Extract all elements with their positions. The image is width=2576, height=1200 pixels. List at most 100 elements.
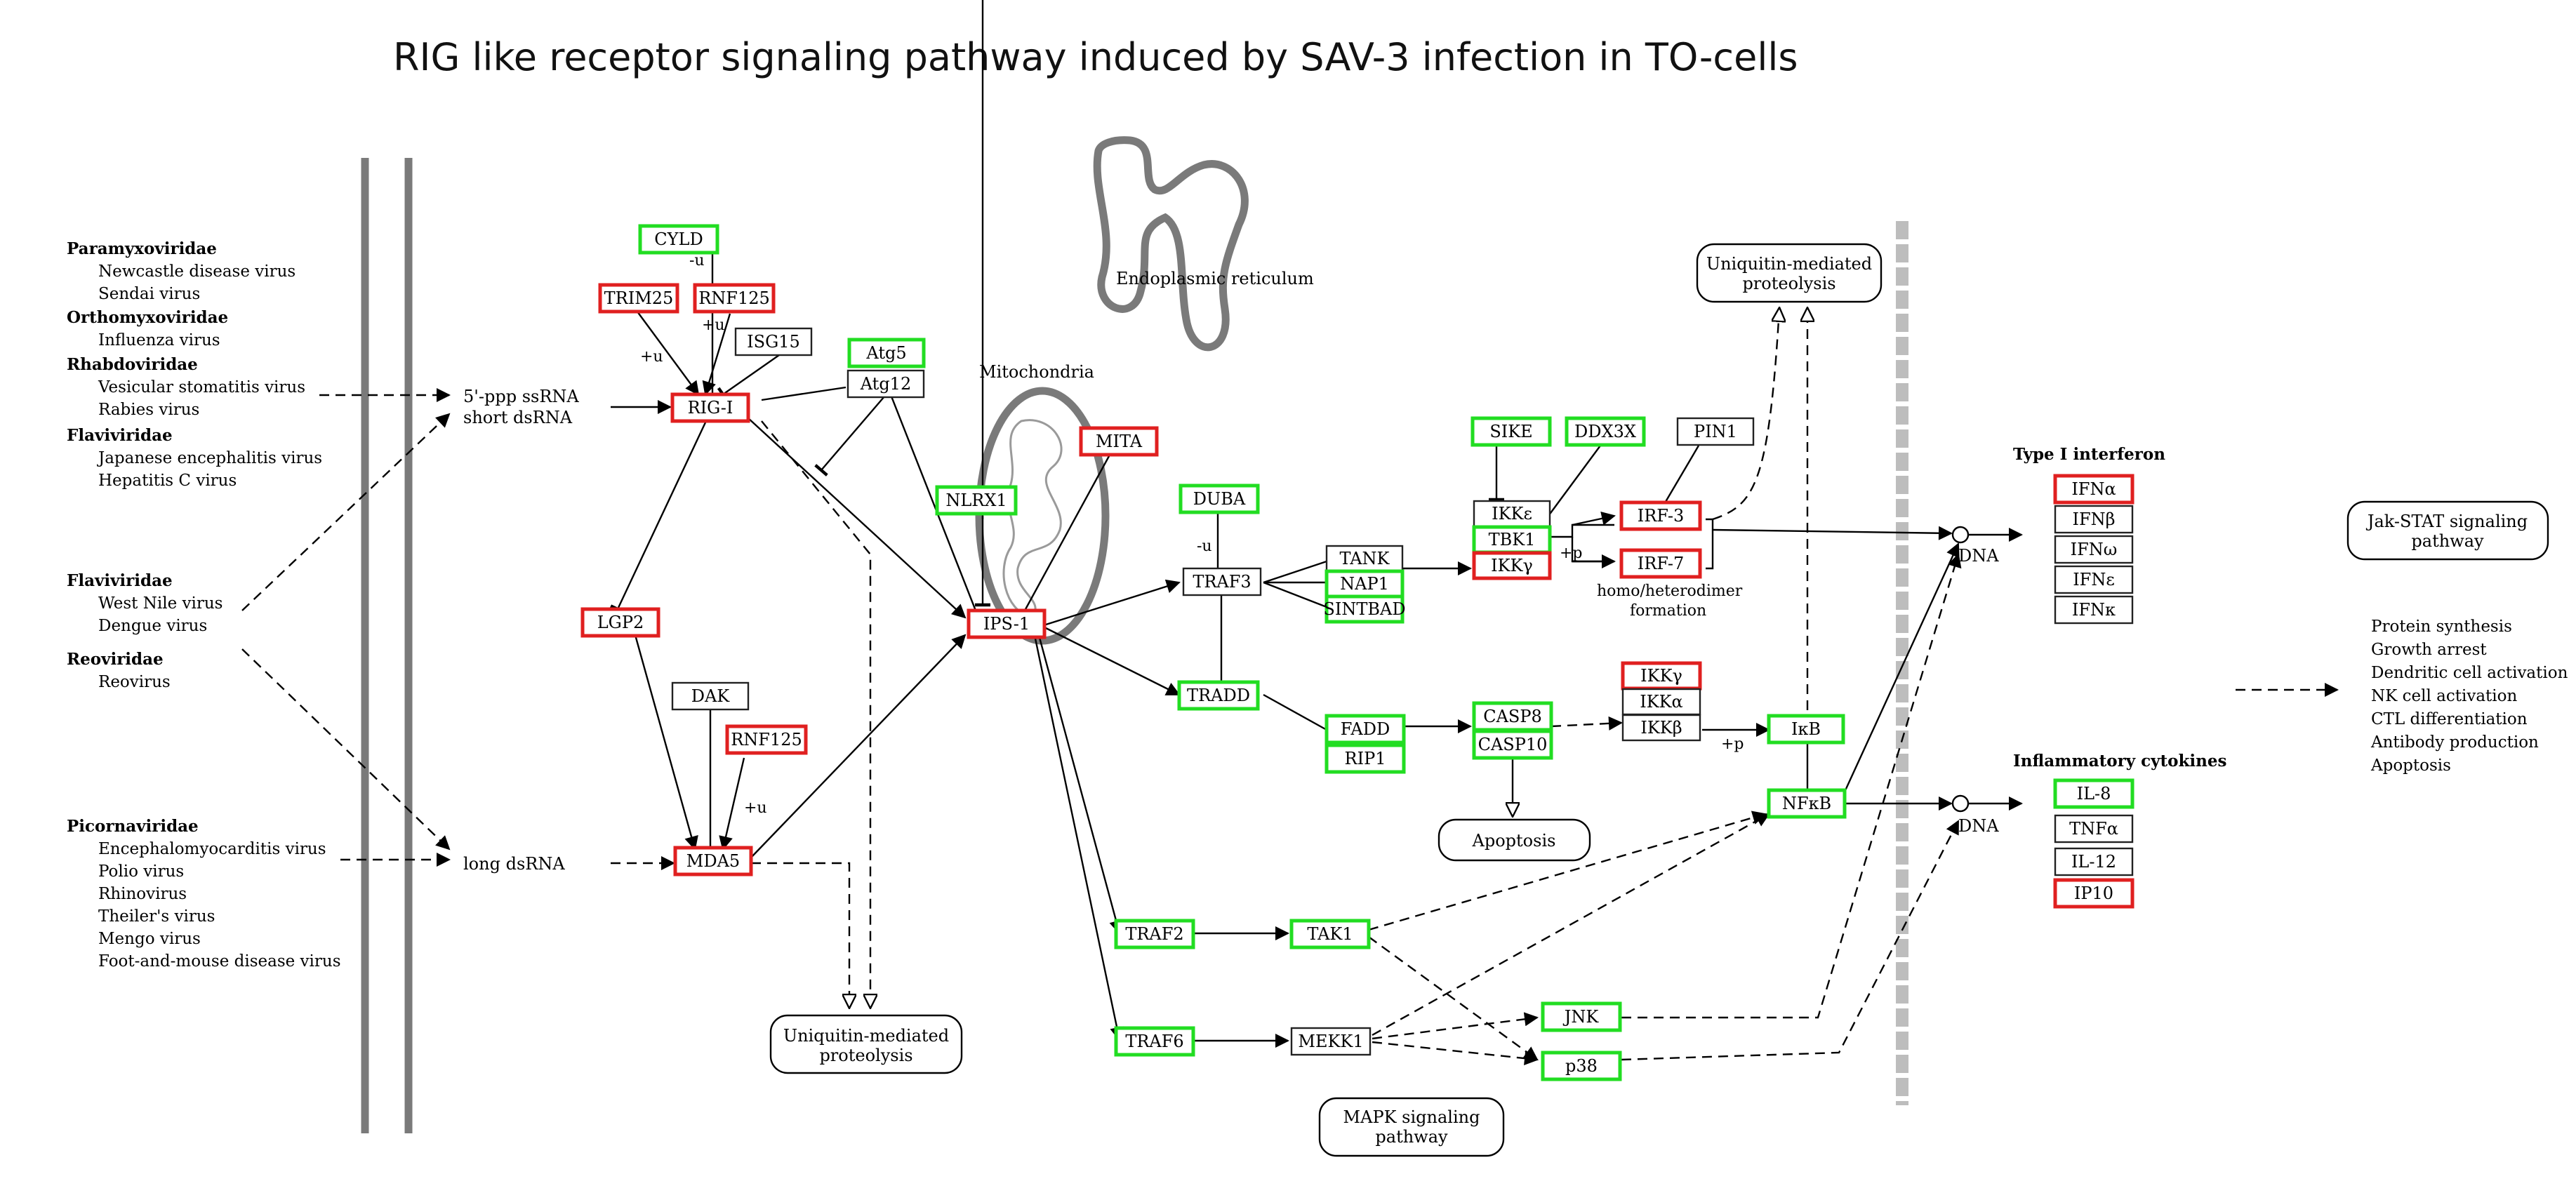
- virus-name: Sendai virus: [98, 285, 200, 303]
- mitochondria-label: Mitochondria: [979, 362, 1094, 382]
- gene-node-ikkg1: IKKγ: [1472, 551, 1552, 580]
- gene-node-tank: TANK: [1325, 545, 1404, 573]
- gene-box: [670, 392, 750, 423]
- gene-box: [693, 283, 776, 314]
- dna-circle-1: [1951, 526, 1970, 544]
- gene-node-irf7: IRF-7: [1619, 548, 1702, 579]
- homo-label-2: formation: [1630, 602, 1706, 620]
- gene-node-casp10: CASP10: [1472, 729, 1553, 760]
- rounded-box-jak: Jak-STAT signaling pathway: [2346, 500, 2549, 561]
- duba-mod-label: -u: [1197, 538, 1212, 555]
- gene-box: [734, 327, 813, 356]
- gene-node-ips1: IPS-1: [967, 608, 1047, 639]
- gene-label: LGP2: [597, 613, 644, 632]
- gene-node-nfkb: NFκB: [1767, 788, 1847, 819]
- gene-box: [673, 846, 753, 876]
- gene-label: Atg5: [865, 343, 906, 363]
- gene-box: [638, 224, 719, 255]
- gene-label: NAP1: [1340, 574, 1389, 594]
- svg-text:MAPK signaling: MAPK signaling: [1343, 1107, 1480, 1127]
- outcome-item: Antibody production: [2370, 733, 2539, 752]
- gene-node-ddx3x: DDX3X: [1565, 416, 1646, 447]
- svg-text:proteolysis: proteolysis: [819, 1046, 912, 1065]
- gene-label: IRF-7: [1638, 554, 1685, 573]
- gene-node-ikka: IKKα: [1621, 688, 1701, 716]
- virus-name: Reovirus: [98, 673, 171, 691]
- ssrna-label-1: 5'-ppp ssRNA: [463, 387, 579, 406]
- gene-box: [598, 283, 679, 314]
- virus-name: Japanese encephalitis virus: [97, 449, 322, 467]
- trim25-mod-label: +u: [640, 348, 663, 366]
- svg-text:Uniquitin-mediated: Uniquitin-mediated: [1706, 254, 1872, 274]
- dna-label-2: DNA: [1958, 816, 1999, 836]
- gene-label: IFNε: [2073, 570, 2115, 589]
- dna-circle-2: [1951, 794, 1970, 813]
- outcome-item: Growth arrest: [2371, 641, 2487, 659]
- gene-box: [1472, 551, 1552, 580]
- gene-label: DUBA: [1193, 489, 1246, 509]
- gene-node-ifnk: IFNκ: [2054, 595, 2134, 625]
- gene-node-rip1: RIP1: [1324, 743, 1406, 774]
- virus-name: Theiler's virus: [98, 907, 215, 926]
- gene-node-rnf125a: RNF125: [693, 283, 776, 314]
- gene-node-mita: MITA: [1079, 426, 1159, 457]
- gene-label: TRIM25: [604, 288, 674, 308]
- gene-label: NLRX1: [945, 491, 1007, 510]
- gene-box: [1182, 567, 1262, 596]
- svg-text:Jak-STAT signaling: Jak-STAT signaling: [2365, 512, 2528, 531]
- gene-box: [580, 607, 660, 638]
- virus-family: Reoviridae: [67, 650, 164, 669]
- gene-node-traf2: TRAF2: [1114, 919, 1195, 949]
- gene-box: [1676, 417, 1755, 446]
- gene-box: [1290, 1027, 1372, 1056]
- gene-label: IFNβ: [2072, 509, 2115, 529]
- gene-node-ikkb: IKKβ: [1621, 714, 1701, 742]
- long-dsrna-label: long dsRNA: [463, 854, 565, 874]
- mitochondria-shape: [975, 387, 1110, 645]
- gene-node-traf6: TRAF6: [1114, 1026, 1195, 1057]
- gene-box: [2054, 595, 2134, 625]
- virus-family: Flaviviridae: [67, 426, 173, 445]
- gene-box: [1324, 714, 1406, 745]
- outcome-item: NK cell activation: [2371, 687, 2517, 705]
- gene-node-irf3: IRF-3: [1619, 500, 1702, 531]
- gene-box: [1470, 416, 1552, 447]
- virus-name: Rabies virus: [98, 401, 199, 419]
- rounded-box-apoptosis: Apoptosis: [1438, 818, 1591, 862]
- gene-label: TANK: [1340, 549, 1390, 568]
- virus-name: Influenza virus: [98, 331, 220, 349]
- gene-box: [725, 724, 808, 755]
- gene-node-trim25: TRIM25: [598, 283, 679, 314]
- gene-label: TRAF6: [1125, 1032, 1183, 1051]
- virus-family: Rhabdoviridae: [67, 355, 198, 374]
- virus-name: Hepatitis C virus: [98, 472, 237, 490]
- gene-node-rnf125b: RNF125: [725, 724, 808, 755]
- gene-label: SINTBAD: [1323, 599, 1405, 619]
- gene-box: [1767, 788, 1847, 819]
- gene-label: TRADD: [1187, 686, 1250, 705]
- gene-box: [935, 485, 1018, 516]
- svg-text:Uniquitin-mediated: Uniquitin-mediated: [783, 1026, 949, 1046]
- gene-label: NFκB: [1782, 794, 1831, 813]
- gene-node-tradd: TRADD: [1177, 680, 1260, 711]
- gene-box: [1541, 1051, 1622, 1081]
- virus-family: Paramyxoviridae: [67, 239, 217, 258]
- gene-node-il12: IL-12: [2054, 847, 2134, 876]
- gene-node-ikkg2: IKKγ: [1621, 661, 1702, 691]
- gene-label: MITA: [1096, 432, 1143, 451]
- gene-node-fadd: FADD: [1324, 714, 1406, 745]
- gene-node-pin1: PIN1: [1676, 417, 1755, 446]
- gene-node-cyld: CYLD: [638, 224, 719, 255]
- gene-node-nap1: NAP1: [1324, 569, 1405, 599]
- gene-box: [1621, 714, 1701, 742]
- gene-label: IL-8: [2077, 784, 2111, 804]
- dna-label-1: DNA: [1958, 546, 1999, 566]
- gene-box: [1472, 729, 1553, 760]
- virus-name: Mengo virus: [98, 930, 201, 948]
- gene-label: RNF125: [731, 730, 802, 749]
- rounded-box-mapk: MAPK signaling pathway: [1318, 1097, 1505, 1157]
- gene-label: RIP1: [1345, 749, 1386, 768]
- gene-box: [847, 369, 925, 399]
- rounded-box-ubiq-top: Uniquitin-mediated proteolysis: [1696, 243, 1883, 303]
